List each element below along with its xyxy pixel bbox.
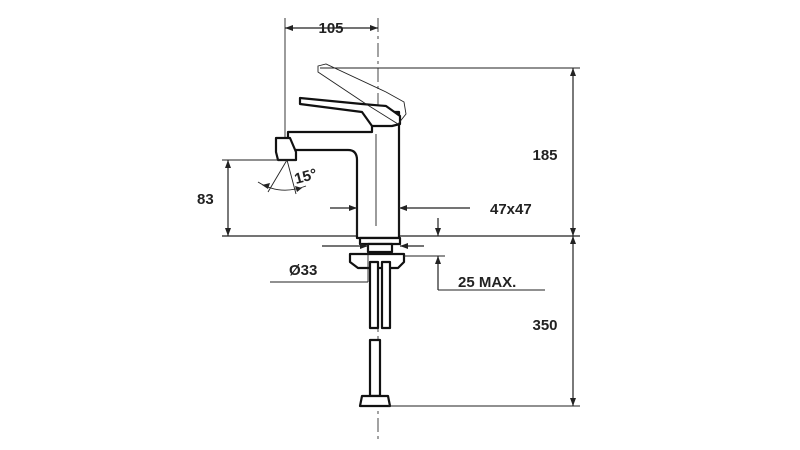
- arrow-up: [225, 160, 231, 168]
- arrow-right: [295, 186, 302, 192]
- arrow-right: [360, 243, 368, 249]
- dimension-spout-reach: 105: [285, 20, 378, 37]
- dimension-max-thickness: 25 MAX.: [404, 218, 545, 291]
- arrow-up: [570, 236, 576, 244]
- flex-hose-right: [380, 260, 392, 330]
- spout-angle-label: 15°: [293, 166, 319, 188]
- arrow-down: [225, 228, 231, 236]
- arrow-down: [435, 228, 441, 236]
- threaded-stud: [366, 242, 394, 254]
- spout-height-label: 83: [197, 191, 214, 208]
- faucet-body: [222, 63, 580, 240]
- total-height-label: 185: [532, 147, 557, 164]
- dimension-base-size: 47x47: [330, 200, 532, 236]
- angle-leg-tilted: [286, 159, 297, 195]
- spout-reach-label: 105: [318, 20, 343, 37]
- hole-diameter-label: Ø33: [289, 262, 317, 279]
- max-thickness-label: 25 MAX.: [458, 274, 516, 291]
- mounting-assembly: [348, 236, 406, 408]
- flex-hose-left: [368, 260, 380, 330]
- arrow-right: [349, 205, 357, 211]
- arrow-left: [285, 25, 293, 31]
- arrow-up: [570, 68, 576, 76]
- arrow-left: [400, 243, 408, 249]
- dimension-spout-height: 83: [197, 159, 296, 236]
- base-size-label: 47x47: [490, 201, 532, 218]
- arrow-down: [570, 398, 576, 406]
- angle-arc: [257, 181, 307, 191]
- flex-hose-lower: [368, 338, 382, 398]
- angle-leg-vertical: [267, 159, 288, 193]
- arrow-left: [399, 205, 407, 211]
- arrow-left: [262, 183, 270, 189]
- dimension-total-height: 185: [320, 67, 580, 236]
- dimension-hose-length: 350: [388, 236, 580, 407]
- lever-open: [317, 63, 407, 125]
- arrow-down: [570, 228, 576, 236]
- arrow-up: [435, 256, 441, 264]
- hose-length-label: 350: [532, 317, 557, 334]
- hose-fitting-nut: [358, 394, 392, 408]
- lever-closed: [298, 96, 402, 128]
- arrow-right: [370, 25, 378, 31]
- dimension-spout-angle: 15°: [257, 159, 319, 195]
- dimension-hole-diameter: Ø33: [270, 243, 424, 283]
